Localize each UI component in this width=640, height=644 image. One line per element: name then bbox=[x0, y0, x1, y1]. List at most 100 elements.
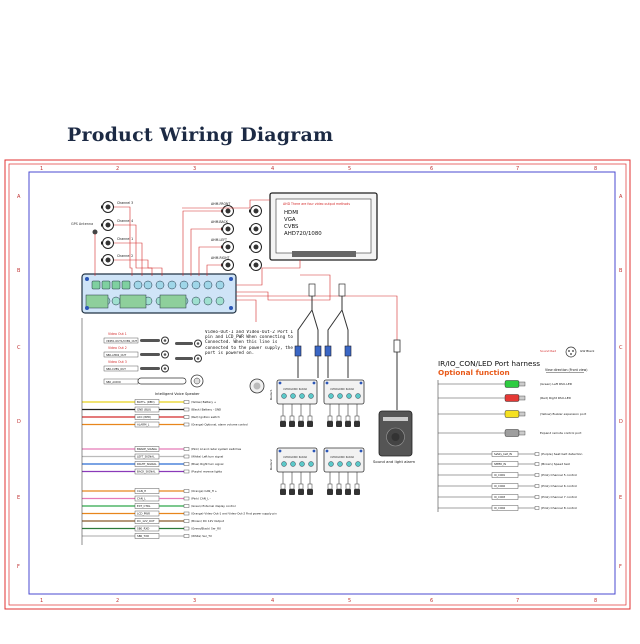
speaker-label: Intelligent Voice Speaker bbox=[155, 392, 200, 396]
grid-col-label: 4 bbox=[271, 166, 274, 172]
led-plug bbox=[504, 394, 520, 402]
wire-row: BACK_SIGNAL (Purple) reverse lights bbox=[82, 468, 223, 475]
camera-icon bbox=[221, 223, 234, 235]
monitor-mode: AHD720/1080 bbox=[284, 231, 322, 237]
radar-side-label: Radar1 bbox=[269, 389, 273, 400]
camera-icon bbox=[101, 219, 114, 231]
wire-desc: (Orange) Video-Out-1 and Video-Out-2 Fir… bbox=[191, 512, 277, 516]
outer-frame bbox=[4, 159, 631, 610]
sound-light-alarm: Sound and light alarm bbox=[373, 339, 415, 464]
wire-desc: (White) Ser_TX bbox=[191, 534, 212, 538]
led-plug bbox=[504, 380, 520, 388]
dvr-connector bbox=[159, 294, 187, 309]
wire-tag: DC_12V_OUT bbox=[137, 519, 155, 523]
grid-row-label: C bbox=[17, 345, 21, 351]
io-desc: (Pink) Channel 5 control bbox=[541, 473, 577, 477]
camera-label: Channel 4 bbox=[117, 219, 133, 223]
camera-label: AHM-FRONT bbox=[211, 202, 230, 206]
io-harness-row: SPEED_IN(Brown) Speed test bbox=[438, 461, 571, 467]
camera-icon bbox=[249, 205, 262, 217]
dvr-port bbox=[155, 280, 165, 290]
wire-row: LCD_PWR(Orange) Video-Out-1 and Video-Ou… bbox=[82, 510, 277, 517]
io-tag: IO_CON3 bbox=[494, 495, 506, 499]
camera-label: AHM-BACK bbox=[211, 220, 229, 224]
grid-col-label: 6 bbox=[430, 598, 433, 604]
camera-wire bbox=[190, 228, 222, 276]
grid-row-label: F bbox=[17, 564, 20, 570]
io-harness-row: IO_CON2(Pink) Channel 6 control bbox=[438, 483, 577, 489]
io-tag: IO_CON2 bbox=[494, 484, 506, 488]
grid-row-label: D bbox=[619, 419, 623, 425]
inner-frame bbox=[28, 171, 616, 595]
alarm-wire bbox=[236, 295, 398, 340]
io-tag: Safety_belt_IN bbox=[494, 452, 512, 456]
camera-label: Channel 3 bbox=[117, 201, 133, 205]
voice-speaker: Intelligent Voice Speaker bbox=[137, 374, 265, 396]
radar-wire bbox=[236, 274, 331, 301]
wire-desc: (Orange) CAN_H + bbox=[191, 489, 218, 493]
grid-col-label: 5 bbox=[348, 166, 351, 172]
grid-row-label: D bbox=[17, 419, 21, 425]
wire-row: SB0_TXD (White) Ser_TX bbox=[82, 533, 212, 539]
cable-plug bbox=[308, 283, 316, 297]
wire-row: ALARM_L(Orange) Optional, alarm volume c… bbox=[82, 421, 248, 428]
wire-desc: (Pink) CAN_L - bbox=[191, 497, 211, 501]
wire-desc: (Green) External display control bbox=[191, 504, 236, 508]
dvr-port bbox=[101, 280, 111, 290]
dvr-port bbox=[179, 280, 189, 290]
cable-plug bbox=[338, 283, 346, 297]
camera-wire bbox=[206, 264, 222, 276]
wire-row: BRAKE_SIGNAL(Pink) AI and radar system s… bbox=[82, 446, 242, 452]
wire-desc: (Red) Ignition switch bbox=[191, 415, 220, 419]
camera-icon bbox=[101, 254, 114, 266]
led-desc: Expand remote control port bbox=[540, 431, 582, 435]
wire-desc: (White) Left turn signal bbox=[191, 455, 223, 459]
dvr-port bbox=[91, 280, 101, 290]
cable-plug bbox=[294, 345, 302, 357]
wire-tag: EXT_CTRL bbox=[137, 504, 151, 508]
grid-col-label: 1 bbox=[40, 598, 43, 604]
grid-col-label: 3 bbox=[193, 166, 196, 172]
wire-tag: ACC (RED) bbox=[137, 415, 151, 419]
dvr-port bbox=[191, 280, 201, 290]
grid-col-label: 2 bbox=[116, 166, 119, 172]
wire-tag: BACK_SIGNAL bbox=[137, 470, 156, 474]
wire-row: SB0_RXD(Green/Black) Ser_RX bbox=[82, 525, 221, 532]
wire-tag: RIGHT_SIGNAL bbox=[137, 462, 157, 466]
wire-tag: ALARM_L bbox=[137, 423, 150, 427]
led-harness-row: Expand remote control port bbox=[438, 429, 582, 437]
led-harness-row: (Red) Right RSU-LED bbox=[438, 394, 572, 402]
grid-col-label: 2 bbox=[116, 598, 119, 604]
harness-subtitle: Optional function bbox=[438, 368, 510, 377]
radar-box-label: ULTRASONIC RADAR bbox=[283, 456, 307, 459]
dvr-connector bbox=[119, 294, 147, 309]
wire-desc: (Purple) reverse lights bbox=[191, 470, 223, 474]
wire-desc: (Black) Battery - GND bbox=[191, 408, 221, 412]
camera-wire bbox=[114, 206, 133, 276]
wire-row: GND (BLK)(Black) Battery - GND bbox=[82, 406, 221, 413]
cable-plug bbox=[314, 345, 322, 357]
camera-icon bbox=[101, 237, 114, 249]
video-out-note: Video-Out-1 and Video-Out-2 Port 1 pin a… bbox=[205, 330, 293, 356]
cable-plug bbox=[324, 345, 332, 357]
io-desc: (Pink) Channel 7 control bbox=[541, 495, 577, 499]
gps-antenna-label: GPS Antenna bbox=[71, 222, 93, 226]
radar-module: ULTRASONIC RADAR bbox=[276, 447, 318, 495]
camera-wire bbox=[114, 242, 153, 276]
camera-icon bbox=[249, 259, 262, 271]
wire-tag: CAN_L bbox=[137, 497, 146, 501]
grid-col-label: 7 bbox=[516, 598, 519, 604]
wire-desc: (Green/Black) Ser_RX bbox=[191, 527, 221, 531]
grid-row-label: E bbox=[17, 495, 20, 501]
video-out-header: Video Out 3 bbox=[108, 360, 127, 364]
legend-right: GW Black bbox=[580, 349, 595, 353]
camera-wires bbox=[94, 199, 398, 340]
wire-tag: SB0_TXD bbox=[137, 534, 149, 538]
camera-label: Channel 1 bbox=[117, 237, 133, 241]
grid-col-label: 8 bbox=[594, 598, 597, 604]
